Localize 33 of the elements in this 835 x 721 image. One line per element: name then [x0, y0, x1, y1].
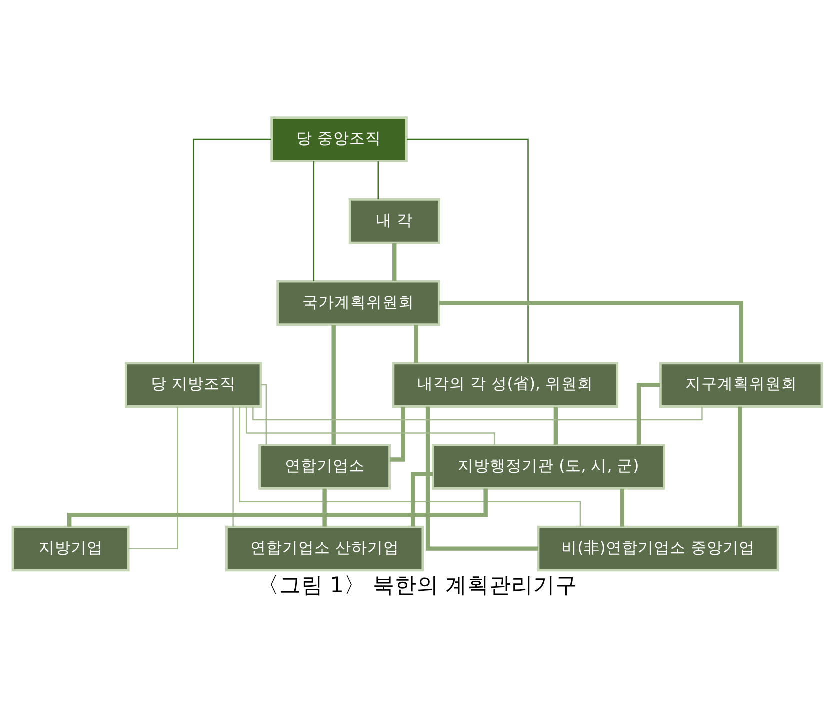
connector: [378, 160, 379, 199]
node-box: 내각의 각 성(省), 위원회: [392, 362, 619, 408]
connector: [426, 406, 538, 550]
connector: [192, 138, 272, 363]
node-box: 지방기업: [12, 525, 130, 572]
connector: [232, 406, 234, 526]
caption: 〈그림 1〉 북한의 계획관리기구: [257, 573, 578, 598]
node-box: 지방행정기관 (도, 시, 군): [432, 444, 666, 490]
connector: [332, 324, 336, 445]
node-box: 국가계획위원회: [276, 280, 440, 326]
connector: [128, 406, 178, 549]
connector: [620, 488, 624, 526]
node-box: 당 중앙조직: [270, 116, 408, 162]
node-box: 연합기업소: [258, 444, 392, 490]
connector: [410, 472, 434, 526]
connector: [392, 242, 397, 281]
connector: [390, 406, 406, 462]
connector: [252, 406, 703, 420]
node-box: 내 각: [348, 198, 440, 244]
node-box: 비(非)연합기업소 중앙기업: [537, 525, 780, 572]
connector: [406, 138, 529, 363]
node-box: 당 지방조직: [124, 362, 262, 408]
connector: [738, 406, 742, 526]
node-box: 연합기업소 산하기업: [225, 525, 424, 572]
connector: [239, 406, 582, 526]
connector: [67, 488, 488, 526]
node-box: 지구계획위원회: [659, 362, 824, 408]
connector: [313, 160, 315, 281]
connector: [439, 300, 744, 363]
connector: [554, 406, 558, 444]
connector: [322, 488, 327, 526]
connector: [414, 324, 418, 363]
connector: [261, 384, 268, 444]
